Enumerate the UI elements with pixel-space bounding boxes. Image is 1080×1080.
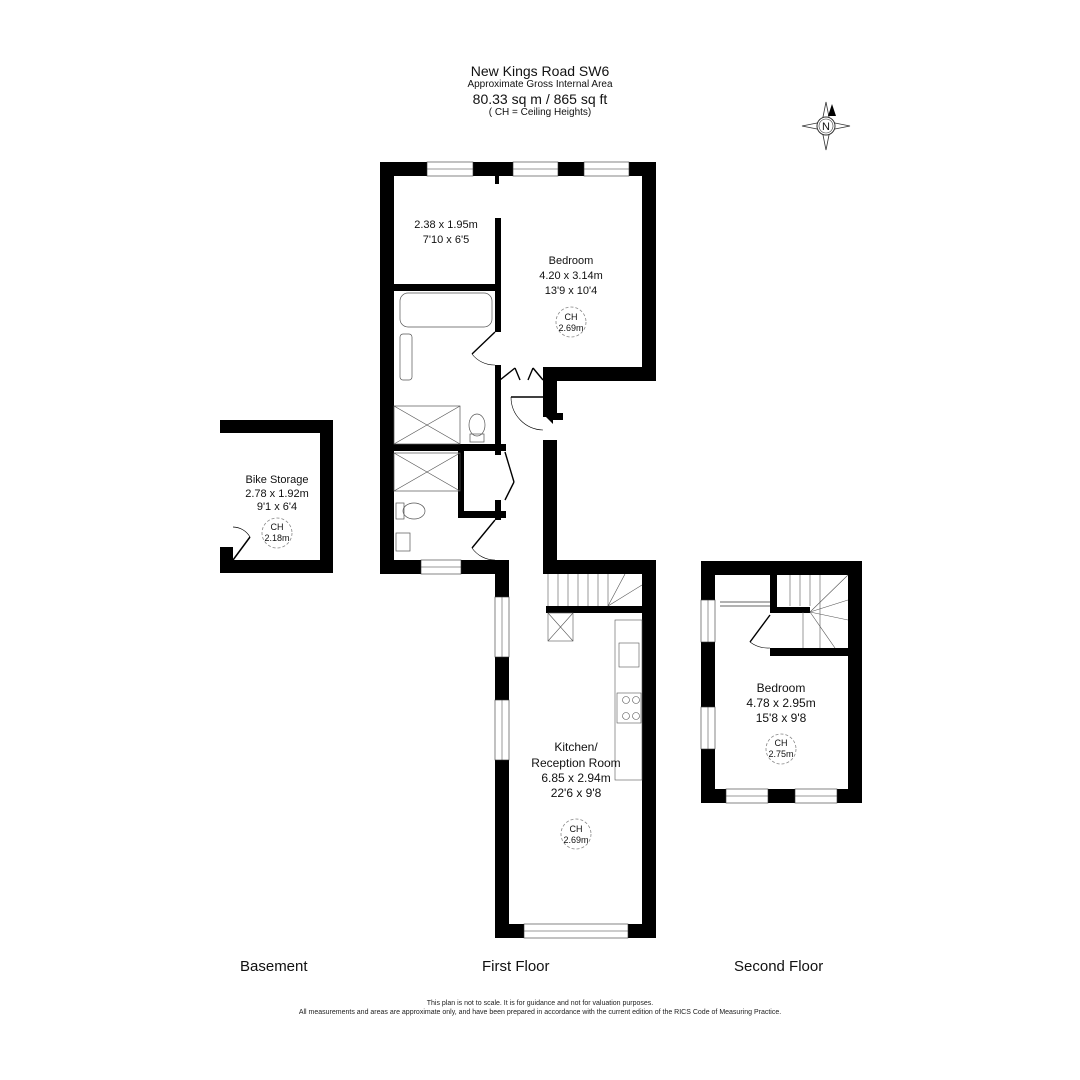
disclaimer-line-1: This plan is not to scale. It is for gui… <box>426 1000 654 1007</box>
entrance-arrow-icon <box>545 409 563 424</box>
ceiling-height-badge: CH 2.69m <box>555 306 587 338</box>
svg-text:CH: CH <box>271 522 284 532</box>
svg-text:2.69m: 2.69m <box>558 323 583 333</box>
room-name-kitchen: Kitchen/ <box>554 740 598 754</box>
area-subtitle: Approximate Gross Internal Area <box>467 79 613 91</box>
disclaimer-line-2: All measurements and areas are approxima… <box>298 1009 782 1017</box>
room-imperial: 22'6 x 9'8 <box>551 786 602 800</box>
room-name-reception: Reception Room <box>531 756 620 770</box>
ceiling-height-badge: CH 2.75m <box>765 733 797 765</box>
floor-label-second: Second Floor <box>734 958 824 975</box>
room-imperial: 7'10 x 6'5 <box>423 234 469 246</box>
north-compass-icon: N <box>801 101 851 151</box>
room-metric: 6.85 x 2.94m <box>541 771 610 785</box>
room-name-bedroom: Bedroom <box>757 681 806 695</box>
room-imperial: 15'8 x 9'8 <box>756 711 807 725</box>
svg-text:2.18m: 2.18m <box>264 533 289 543</box>
svg-text:2.75m: 2.75m <box>768 749 793 759</box>
room-name-bike-storage: Bike Storage <box>246 474 309 486</box>
svg-text:2.69m: 2.69m <box>563 835 588 845</box>
room-metric: 2.78 x 1.92m <box>245 488 309 500</box>
title-block: New Kings Road SW6 Approximate Gross Int… <box>390 63 690 118</box>
disclaimer: This plan is not to scale. It is for gui… <box>200 999 880 1017</box>
first-floor-plan: 2.38 x 1.95m 7'10 x 6'5 Bedroom 4.20 x 3… <box>380 161 656 939</box>
svg-text:CH: CH <box>775 738 788 748</box>
compass-n-label: N <box>822 121 830 133</box>
second-floor-plan: Bedroom 4.78 x 2.95m 15'8 x 9'8 CH 2.75m <box>700 561 862 804</box>
room-metric: 4.78 x 2.95m <box>746 696 815 710</box>
gross-area: 80.33 sq m / 865 sq ft <box>472 90 608 107</box>
room-imperial: 9'1 x 6'4 <box>257 501 297 513</box>
svg-text:CH: CH <box>565 312 578 322</box>
svg-text:CH: CH <box>570 824 583 834</box>
floor-label-basement: Basement <box>240 958 308 975</box>
room-imperial: 13'9 x 10'4 <box>545 285 598 297</box>
floor-label-first: First Floor <box>482 958 550 975</box>
basement-plan: Bike Storage 2.78 x 1.92m 9'1 x 6'4 CH 2… <box>220 420 333 573</box>
room-name-bedroom: Bedroom <box>549 255 594 267</box>
property-title: New Kings Road SW6 <box>470 63 610 79</box>
room-metric: 2.38 x 1.95m <box>414 219 478 231</box>
ceiling-height-badge: CH 2.69m <box>560 818 592 850</box>
ceiling-height-note: ( CH = Ceiling Heights) <box>488 106 592 118</box>
ceiling-height-badge: CH 2.18m <box>261 517 293 549</box>
room-metric: 4.20 x 3.14m <box>539 270 603 282</box>
